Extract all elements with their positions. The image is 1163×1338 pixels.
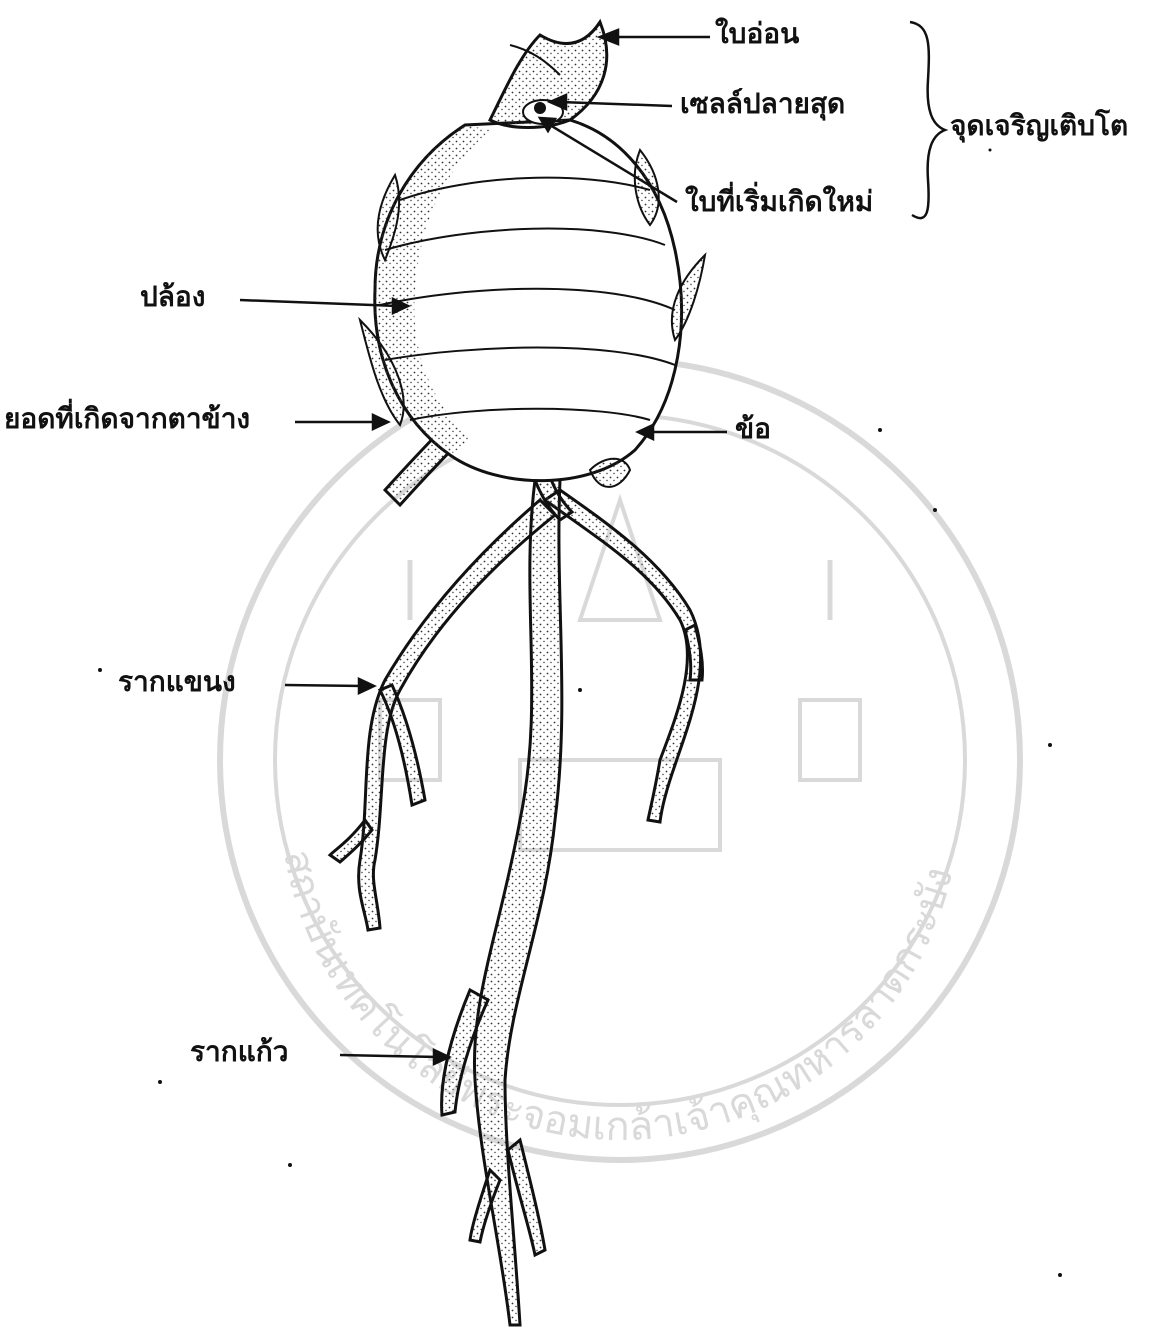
label-young-leaf: ใบอ่อน <box>715 20 799 48</box>
label-apical-cells: เซลล์ปลายสุด <box>680 90 845 118</box>
label-branch-root: รากแขนง <box>118 668 236 696</box>
apex <box>490 22 607 128</box>
roots <box>330 350 703 1325</box>
label-new-leaf: ใบที่เริ่มเกิดใหม่ <box>685 188 873 216</box>
label-internode: ปล้อง <box>140 283 205 311</box>
label-node: ข้อ <box>735 415 771 443</box>
label-growing-point: จุดเจริญเติบโต <box>950 112 1128 140</box>
label-tap-root: รากแก้ว <box>190 1038 288 1066</box>
label-lateral-shoot: ยอดที่เกิดจากตาข้าง <box>4 405 250 433</box>
watermark-text: สถาบันเทคโนโลยีพระจอมเกล้าเจ้าคุณทหารลาด… <box>274 846 962 1150</box>
